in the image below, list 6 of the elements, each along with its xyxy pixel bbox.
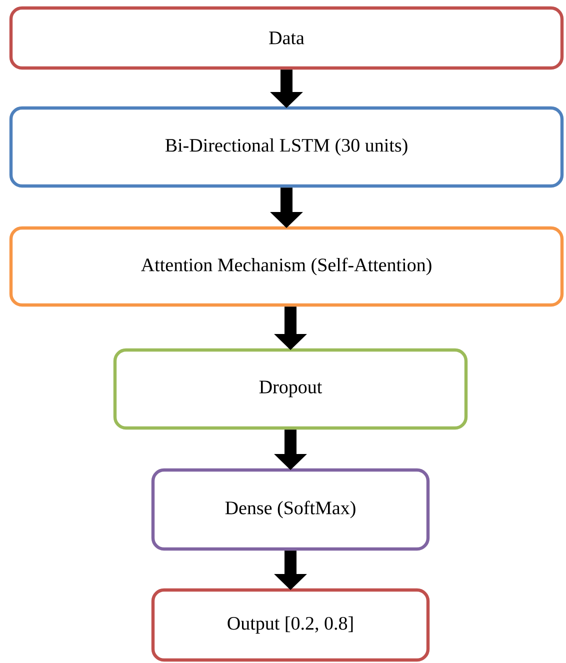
process-box: Attention Mechanism (Self-Attention) [9,226,564,307]
process-box: Dense (SoftMax) [151,468,430,551]
process-box: Output [0.2, 0.8] [151,588,430,662]
process-box: Dropout [113,348,468,430]
process-box: Data [9,6,564,70]
process-box: Bi-Directional LSTM (30 units) [9,106,564,188]
